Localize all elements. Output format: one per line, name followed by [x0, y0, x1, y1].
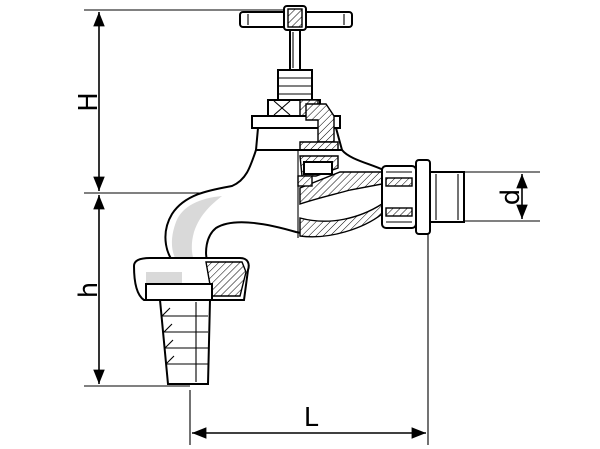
dimension-d-label: d [496, 189, 526, 206]
dimension-L-label: L [304, 403, 319, 433]
valve-body [164, 149, 389, 267]
inlet-connector [381, 159, 465, 235]
dimension-L: L [192, 403, 426, 439]
spindle [267, 29, 321, 117]
dimension-d: d [496, 174, 528, 219]
dimension-H-label: H [74, 92, 104, 112]
dimension-H: H [74, 11, 105, 191]
dimension-h: h [74, 195, 105, 384]
dimension-h-label: h [74, 282, 104, 298]
outlet-nozzle [132, 257, 250, 385]
handle [239, 5, 353, 31]
